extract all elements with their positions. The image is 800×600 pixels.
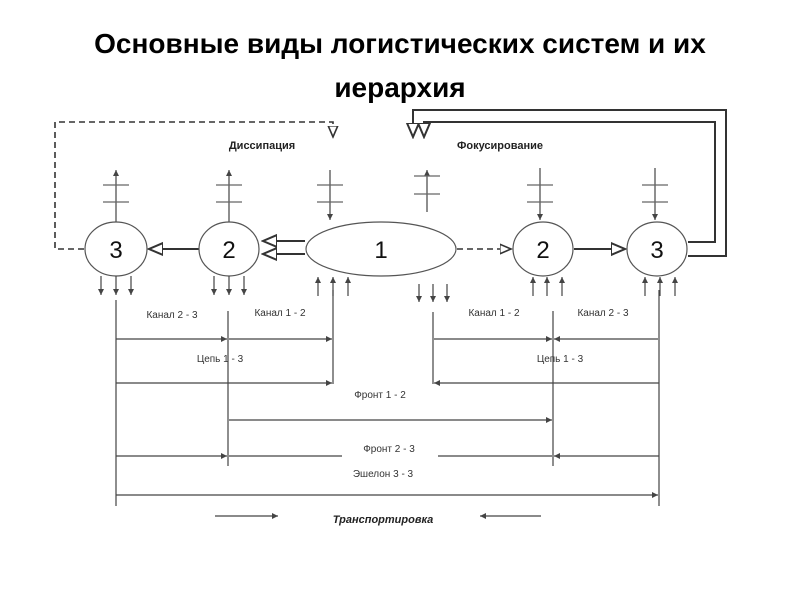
dimension-extension-lines — [115, 290, 660, 506]
title-line-2: иерархия — [334, 72, 466, 103]
left-chain-1-3-label: Цепь 1 - 3 — [197, 354, 244, 365]
dimension-arrows — [116, 336, 659, 519]
node-left-2-label: 2 — [222, 237, 235, 264]
left-channel-1-2-label: Канал 1 - 2 — [254, 308, 306, 319]
node-center-1-label: 1 — [374, 237, 387, 264]
right-channel-1-2-label: Канал 1 - 2 — [468, 308, 520, 319]
focusing-feedback-outer — [413, 109, 727, 257]
node-right-2 — [512, 221, 574, 277]
right-chain-1-3-label: Цепь 1 - 3 — [537, 354, 584, 365]
slide-title: Основные виды логистических систем и их … — [0, 22, 800, 110]
dissipation-feedback-line — [54, 121, 333, 250]
transport-label: Транспортировка — [333, 514, 434, 526]
node-right-3-label: 3 — [650, 237, 663, 264]
focusing-label: Фокусирование — [457, 140, 543, 152]
node-right-2-label: 2 — [536, 237, 549, 264]
front-1-2-label: Фронт 1 - 2 — [354, 390, 406, 401]
left-channel-2-3-label: Канал 2 - 3 — [146, 310, 198, 321]
right-channel-2-3-label: Канал 2 - 3 — [577, 308, 629, 319]
node-center-1 — [305, 221, 457, 277]
dissipation-label: Диссипация — [229, 140, 295, 152]
bottom-flow-markers — [98, 276, 678, 302]
front-2-3-label: Фронт 2 - 3 — [363, 444, 415, 455]
node-right-3 — [626, 221, 688, 277]
top-flow-markers — [103, 168, 668, 222]
focusing-feedback-inner — [424, 121, 716, 243]
echelon-3-3-label: Эшелон 3 - 3 — [353, 469, 414, 480]
title-line-1: Основные виды логистических систем и их — [94, 28, 706, 59]
node-left-3-label: 3 — [109, 237, 122, 264]
